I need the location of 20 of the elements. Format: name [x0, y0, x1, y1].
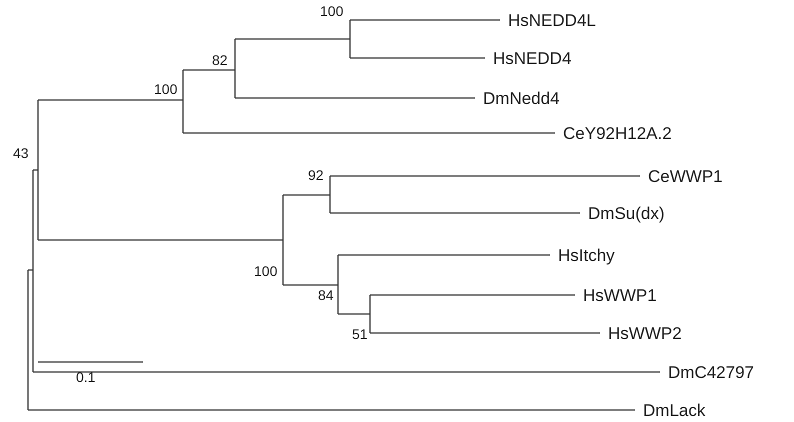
- bootstrap-value: 100: [254, 264, 278, 278]
- taxon-name: HsNEDD4L: [508, 12, 596, 29]
- taxon-name: HsWWP1: [583, 287, 657, 304]
- bootstrap-value: 84: [318, 288, 334, 302]
- taxon-name: DmNedd4: [483, 90, 560, 107]
- taxon-name: DmLack: [643, 402, 706, 419]
- bootstrap-value: 100: [154, 82, 178, 96]
- bootstrap-value: 100: [320, 4, 344, 18]
- scale-label: 0.1: [76, 370, 96, 384]
- taxon-name: CeWWP1: [648, 168, 723, 185]
- bootstrap-value: 43: [13, 146, 29, 160]
- bootstrap-value: 82: [212, 53, 228, 67]
- taxon-name: DmSu(dx): [588, 205, 665, 222]
- taxon-name: HsNEDD4: [493, 50, 572, 67]
- taxon-name: CeY92H12A.2: [563, 125, 672, 142]
- bootstrap-value: 92: [308, 168, 324, 182]
- taxon-name: HsWWP2: [608, 325, 682, 342]
- taxon-name: HsItchy: [558, 247, 615, 264]
- bootstrap-value: 51: [352, 327, 368, 341]
- taxon-name: DmC42797: [668, 364, 754, 381]
